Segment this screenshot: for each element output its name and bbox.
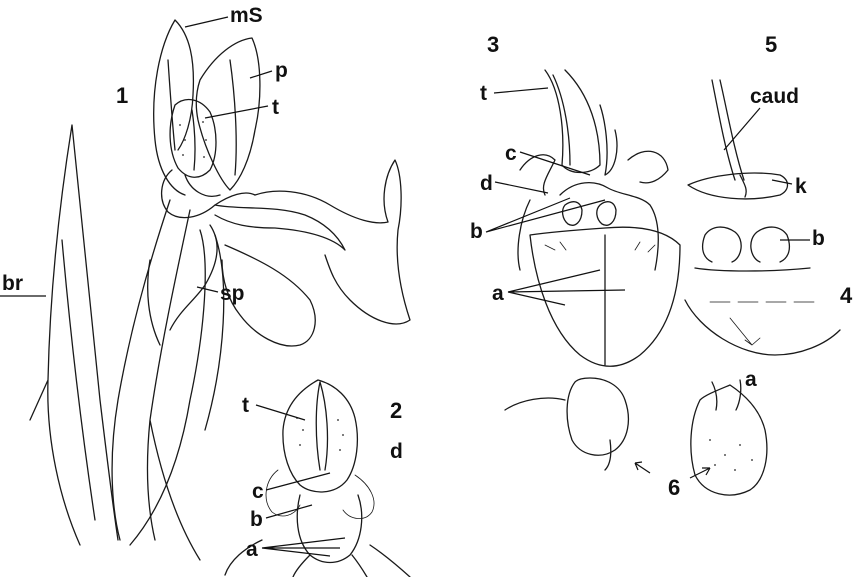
fig2-label-a: a <box>246 538 258 561</box>
fig3-label-a: a <box>492 282 504 305</box>
fig3-anther-drawing <box>545 70 617 175</box>
fig2-label-b: b <box>250 508 263 531</box>
fig3-stigma-drawing <box>518 183 658 270</box>
fig2-label-d: d <box>390 440 403 463</box>
fig1-label-p: p <box>275 59 288 82</box>
bract-drawing <box>30 125 118 545</box>
fig1-number: 1 <box>116 83 128 108</box>
column-drawing <box>170 100 216 178</box>
fig5-caudicle-drawing <box>712 80 744 180</box>
figure-6-pollinia: 6 <box>505 378 767 500</box>
fig3-side-drawing <box>520 151 668 195</box>
fig1-label-mS: mS <box>230 4 263 27</box>
fig5-label-caud: caud <box>750 85 799 108</box>
fig5-number: 5 <box>765 32 777 57</box>
figure-5-pollinium: 5 caud k <box>688 32 807 199</box>
fig6-left-drawing <box>505 378 628 470</box>
fig3-label-t: t <box>480 82 487 105</box>
fig2-label-c: c <box>252 480 264 503</box>
fig4-label-a: a <box>745 368 757 391</box>
fig6-right-drawing <box>691 380 767 495</box>
lip-drawing <box>162 170 255 218</box>
fig3-label-b: b <box>470 220 483 243</box>
fig2-number: 2 <box>390 398 402 423</box>
fig1-label-br: br <box>2 272 23 295</box>
fig5-label-k: k <box>795 175 807 198</box>
figure-4-detail: b 4 a <box>685 227 853 391</box>
fig3-number: 3 <box>487 32 499 57</box>
fig4-label-b: b <box>812 227 825 250</box>
fig5-viscidium-drawing <box>688 173 788 199</box>
fig6-number: 6 <box>668 475 680 500</box>
fig3-label-c: c <box>505 142 517 165</box>
fig1-label-sp: sp <box>220 282 245 305</box>
fig3-label-d: d <box>480 172 493 195</box>
fig4-number: 4 <box>840 283 853 308</box>
figure-3-stigma: 3 t c d b a <box>470 32 680 366</box>
fig1-label-t: t <box>272 96 279 119</box>
figure-2-column: t 2 d c b a <box>225 380 410 577</box>
fig2-label-t: t <box>242 394 249 417</box>
